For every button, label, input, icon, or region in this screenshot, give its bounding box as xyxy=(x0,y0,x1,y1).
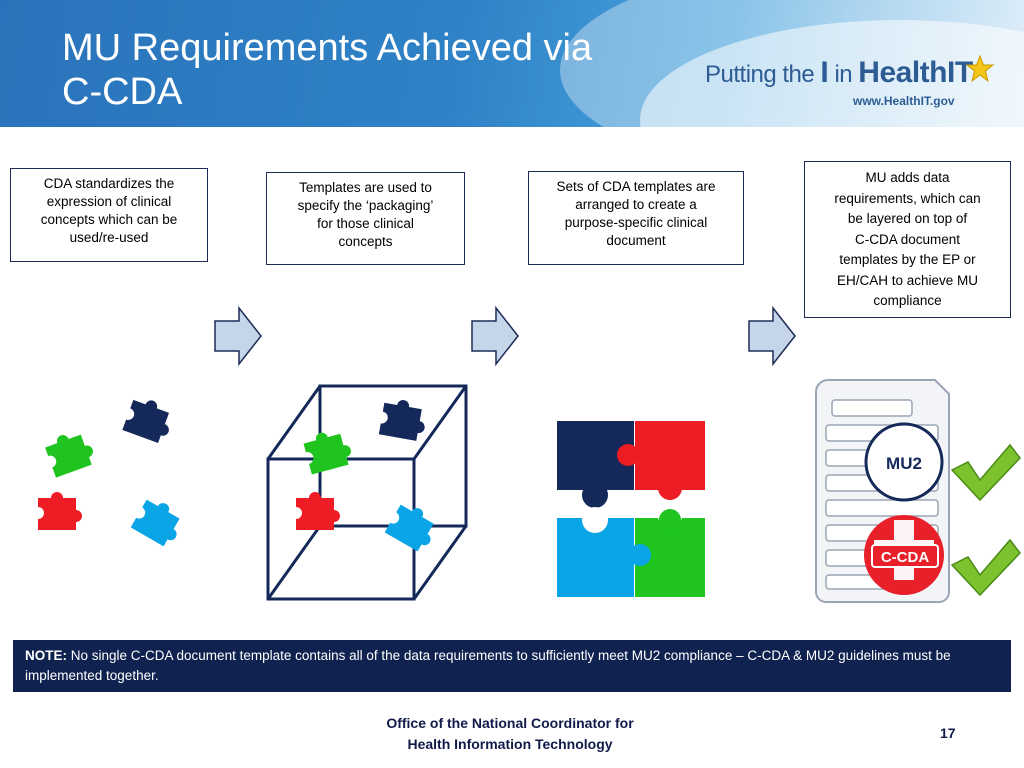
puzzle-piece-icon xyxy=(43,426,98,478)
puzzle-piece-icon xyxy=(130,494,188,550)
star-icon xyxy=(965,54,995,83)
healthit-logo: Putting the I in HealthIT www.HealthIT.g… xyxy=(705,54,1005,116)
puzzle-piece-icon xyxy=(122,394,177,446)
arrow-right-icon xyxy=(214,306,262,366)
step-box-3: Sets of CDA templates are arranged to cr… xyxy=(528,171,744,265)
arrow-right-icon xyxy=(471,306,519,366)
step-box-4: MU adds data requirements, which can be … xyxy=(804,161,1011,318)
logo-url: www.HealthIT.gov xyxy=(853,94,955,108)
step-box-1: CDA standardizes the expression of clini… xyxy=(10,168,208,262)
header-banner: MU Requirements Achieved via C-CDA Putti… xyxy=(0,0,1024,127)
note-banner: NOTE: No single C-CDA document template … xyxy=(13,640,1011,692)
puzzle-piece-icon xyxy=(38,492,82,530)
wireframe-cube xyxy=(266,384,468,601)
assembled-puzzle xyxy=(557,421,705,597)
checkmark-icon xyxy=(950,443,1021,502)
svg-text:MU2: MU2 xyxy=(886,454,922,473)
puzzle-piece-icon xyxy=(296,492,340,530)
checkmark-icon xyxy=(950,538,1021,597)
slide-title: MU Requirements Achieved via C-CDA xyxy=(62,27,593,113)
ccda-badge: C-CDA xyxy=(864,515,944,595)
illustration-area: MU2 C-CDA xyxy=(38,379,1021,603)
page-number: 17 xyxy=(940,725,956,741)
arrow-right-icon xyxy=(748,306,796,366)
mu2-badge: MU2 xyxy=(864,422,944,502)
puzzle-piece-icon xyxy=(378,396,429,442)
step-box-2: Templates are used to specify the ‘packa… xyxy=(266,172,465,265)
puzzle-piece-icon xyxy=(302,426,355,475)
footer-organization: Office of the National Coordinator for H… xyxy=(386,715,634,752)
svg-text:C-CDA: C-CDA xyxy=(881,549,929,566)
